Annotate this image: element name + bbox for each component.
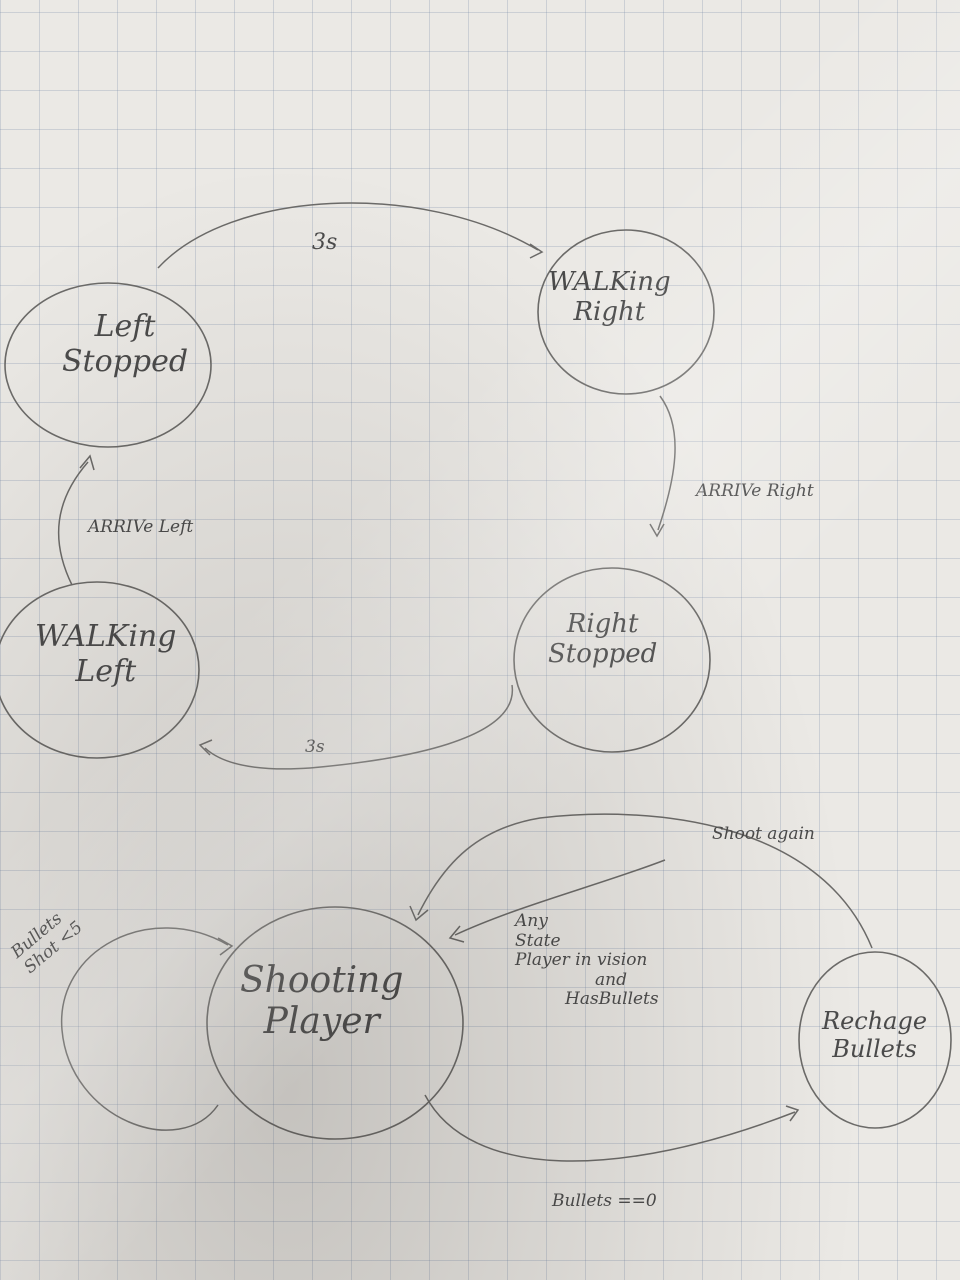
state-circle-recharge-bullets <box>798 951 952 1129</box>
state-label-line: Player <box>263 1001 380 1043</box>
state-label-line: WALKing <box>548 267 671 297</box>
arrowhead-walking-right <box>529 243 544 259</box>
edge-shooting-self-loop <box>61 927 229 1131</box>
transition-label-arrive-left: ARRIVe Left <box>88 517 194 537</box>
arrowhead-shoot-again <box>409 905 429 922</box>
transition-label-arrive-right: ARRIVe Right <box>696 481 814 501</box>
edge-walking-left-to-left-stopped <box>57 461 89 586</box>
arrowhead-walking-left <box>198 739 213 756</box>
state-label-shooting-player: Shooting Player <box>240 960 403 1043</box>
edge-right-stopped-to-walking-left <box>204 684 513 770</box>
edge-walking-right-to-right-stopped <box>657 395 676 531</box>
state-label-line: Right <box>566 609 639 639</box>
state-label-line: WALKing <box>35 619 177 654</box>
state-label-left-stopped: Left Stopped <box>62 309 189 379</box>
state-label-right-stopped: Right Stopped <box>548 609 658 670</box>
transition-label-line: and <box>595 969 627 990</box>
state-circle-right-stopped <box>513 567 711 753</box>
state-label-line: Left <box>94 309 156 344</box>
state-label-line: Left <box>75 653 137 689</box>
state-circle-left-stopped <box>4 282 212 448</box>
state-circle-shooting-player <box>206 906 464 1140</box>
edge-left-stopped-to-walking-right <box>157 202 539 269</box>
arrowhead-shooting-self-loop <box>217 937 234 956</box>
transition-label-line: Player in vision <box>515 950 648 971</box>
transition-label-3s-top: 3s <box>312 230 338 255</box>
arrowhead-left-stopped <box>79 454 95 471</box>
edge-shooting-to-recharge <box>424 1094 796 1162</box>
transition-label-bullets-zero: Bullets ==0 <box>552 1191 657 1211</box>
edge-recharge-to-shooting <box>417 813 873 949</box>
transition-label-line: State <box>515 930 561 951</box>
state-circle-walking-left <box>0 581 200 759</box>
state-circle-walking-right <box>537 229 715 395</box>
state-label-recharge-bullets: Rechage Bullets <box>822 1007 928 1063</box>
state-label-line: Stopped <box>62 343 189 379</box>
edge-any-state-to-shooting <box>454 859 666 936</box>
arrowhead-recharge <box>785 1105 800 1122</box>
state-label-walking-right: WALKing Right <box>548 267 671 328</box>
arrowhead-right-stopped <box>649 523 665 538</box>
state-label-line: Right <box>573 296 646 327</box>
transition-label-3s-bottom: 3s <box>305 737 325 757</box>
state-label-line: Shooting <box>240 960 404 1001</box>
state-label-walking-left: WALKing Left <box>35 619 177 689</box>
transition-label-shoot-again: Shoot again <box>712 824 815 844</box>
state-label-line: Stopped <box>548 638 658 669</box>
arrowhead-any-state <box>448 925 465 943</box>
transition-label-line: HasBullets <box>565 989 659 1010</box>
transition-label-line: Any <box>515 911 548 931</box>
state-label-line: Bullets <box>832 1034 917 1063</box>
transition-label-any-state: Any State Player in vision and HasBullet… <box>515 911 659 1010</box>
state-label-line: Rechage <box>822 1007 928 1035</box>
